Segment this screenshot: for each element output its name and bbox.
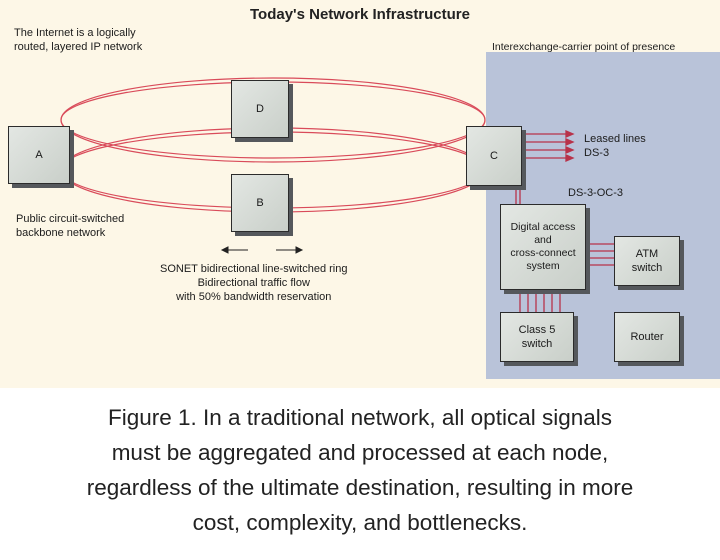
- atm-switch-node: ATM switch: [614, 236, 680, 286]
- caption-line: cost, complexity, and bottlenecks.: [192, 510, 528, 535]
- leased-line-arrows: [522, 130, 575, 162]
- network-diagram: Today's Network Infrastructure The Inter…: [0, 0, 720, 388]
- sonet-note: SONET bidirectional line-switched ring B…: [160, 263, 348, 303]
- class5-switch-node: Class 5 switch: [500, 312, 574, 362]
- pstn-note: Public circuit-switched backbone network: [16, 213, 125, 239]
- caption-line: must be aggregated and processed at each…: [111, 440, 609, 465]
- caption-line: Figure 1. In a traditional network, all …: [107, 405, 612, 430]
- arrow-head: [565, 138, 575, 146]
- dacs-to-atm-connectors: [586, 243, 614, 266]
- c-to-dacs-connectors: [515, 188, 521, 204]
- diagram-title: Today's Network Infrastructure: [249, 6, 470, 23]
- arrow-head: [565, 146, 575, 154]
- node-d: D: [231, 80, 289, 138]
- dacs-node: Digital access and cross-connect system: [500, 204, 586, 290]
- dacs-to-class5-connectors: [519, 288, 561, 312]
- leased-lines-label: Leased lines DS-3: [584, 133, 646, 159]
- arrow-head: [565, 130, 575, 138]
- caption-line: regardless of the ultimate destination, …: [86, 475, 634, 500]
- ds3-oc3-label: DS-3-OC-3: [568, 187, 624, 199]
- node-c: C: [466, 126, 522, 186]
- arrow-head: [565, 154, 575, 162]
- arrow-head: [295, 246, 304, 254]
- arrow-head: [220, 246, 229, 254]
- figure-caption: Figure 1. In a traditional network, all …: [0, 392, 720, 560]
- sonet-dimension-arrows: [220, 246, 304, 254]
- node-a: A: [8, 126, 70, 184]
- node-b: B: [231, 174, 289, 232]
- pop-label: Interexchange-carrier point of presence: [492, 41, 676, 53]
- internet-note: The Internet is a logically routed, laye…: [14, 27, 143, 53]
- router-node: Router: [614, 312, 680, 362]
